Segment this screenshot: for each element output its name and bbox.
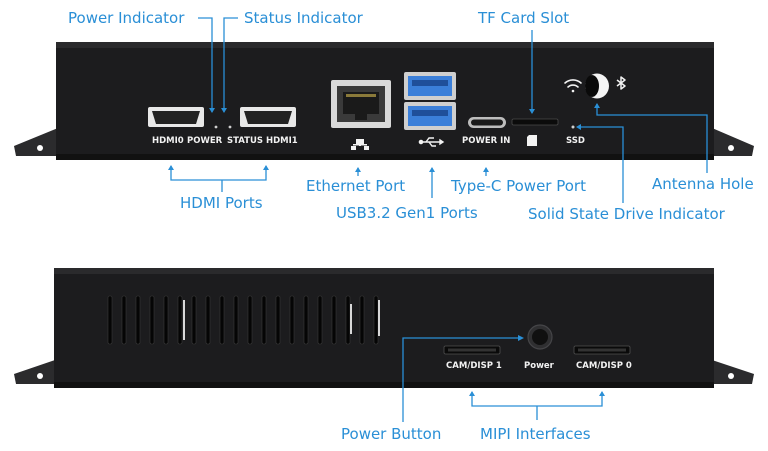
mount-hole xyxy=(37,145,43,151)
back-case-bottom-edge xyxy=(54,382,714,388)
label-ssd: SSD xyxy=(566,136,585,146)
back-case xyxy=(54,268,714,388)
mount-hole xyxy=(37,373,43,379)
label-power-button: Power xyxy=(524,361,554,371)
label-cam-disp-1: CAM/DISP 1 xyxy=(446,361,502,371)
back-case-top-edge xyxy=(54,268,714,274)
tf-card-slot[interactable] xyxy=(511,118,559,126)
callout-hdmi-ports: HDMI Ports xyxy=(180,194,263,212)
power-led xyxy=(214,125,218,129)
label-power-in: POWER IN xyxy=(462,136,511,146)
callout-status-indicator: Status Indicator xyxy=(244,9,363,27)
label-status: STATUS xyxy=(227,136,264,146)
callout-power-button: Power Button xyxy=(341,425,442,443)
callout-antenna-hole: Antenna Hole xyxy=(652,175,754,193)
back-panel xyxy=(14,268,754,388)
power-button[interactable] xyxy=(527,324,553,350)
mipi-cam-disp-0-connector[interactable] xyxy=(573,345,631,355)
callout-ethernet-port: Ethernet Port xyxy=(306,177,406,195)
front-case-bottom-edge xyxy=(56,154,714,160)
left-mount-ear xyxy=(14,128,58,156)
label-power: POWER xyxy=(187,136,223,146)
vent-grille xyxy=(107,295,379,345)
mount-hole xyxy=(728,145,734,151)
vent-highlights xyxy=(183,300,380,340)
usb-port-top[interactable] xyxy=(404,72,456,100)
label-cam-disp-0: CAM/DISP 0 xyxy=(576,361,632,371)
status-led xyxy=(228,125,232,129)
hdmi0-port[interactable] xyxy=(148,107,204,127)
wifi-icon xyxy=(564,79,582,93)
ssd-led xyxy=(571,125,575,129)
ethernet-port[interactable] xyxy=(331,80,391,128)
usb-port-bottom[interactable] xyxy=(404,102,456,130)
callout-lines xyxy=(168,17,708,203)
front-panel xyxy=(14,42,754,160)
label-hdmi1: HDMI1 xyxy=(266,136,298,146)
usb-icon xyxy=(418,137,445,147)
type-c-power-port[interactable] xyxy=(468,117,506,128)
callout-tf-card-slot: TF Card Slot xyxy=(478,9,570,27)
right-mount-ear xyxy=(712,360,754,384)
left-mount-ear xyxy=(14,360,55,384)
mount-hole xyxy=(728,373,734,379)
ethernet-icon xyxy=(351,139,369,150)
hdmi1-port[interactable] xyxy=(240,107,296,127)
front-case-top-edge xyxy=(56,42,714,48)
antenna-hole xyxy=(585,73,609,99)
label-hdmi0: HDMI0 xyxy=(152,136,184,146)
right-mount-ear xyxy=(712,128,754,156)
callout-type-c-power-port: Type-C Power Port xyxy=(451,177,586,195)
callout-mipi-interfaces: MIPI Interfaces xyxy=(480,425,591,443)
callout-ssd-indicator: Solid State Drive Indicator xyxy=(528,205,725,223)
bluetooth-icon xyxy=(616,76,626,90)
callout-power-indicator: Power Indicator xyxy=(68,9,185,27)
callout-usb-ports: USB3.2 Gen1 Ports xyxy=(336,204,478,222)
sd-card-icon xyxy=(527,135,537,146)
